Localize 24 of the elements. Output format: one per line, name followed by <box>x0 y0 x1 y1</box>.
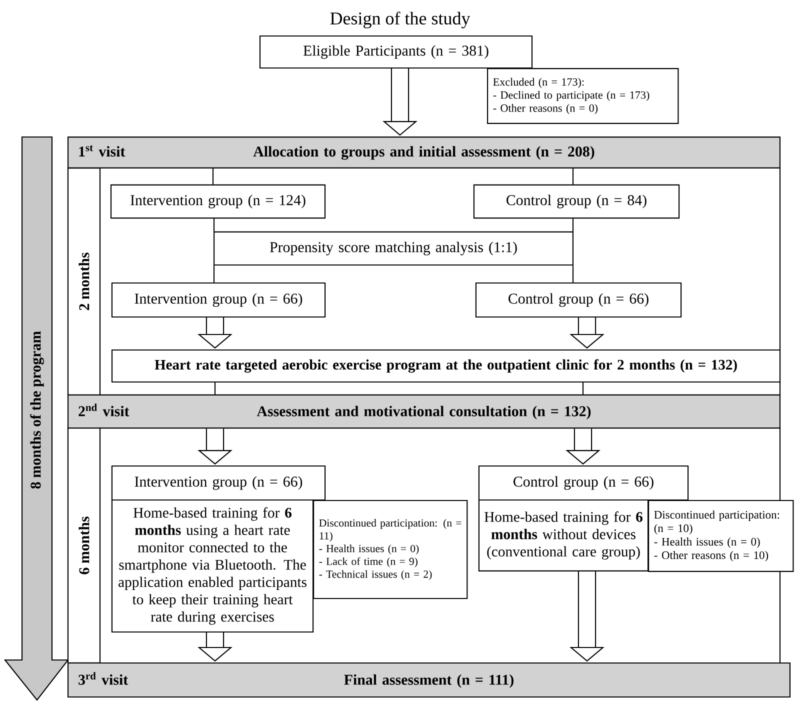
process-box: Intervention group (n = 66) <box>111 282 326 318</box>
title: Design of the study <box>330 12 470 28</box>
process-box: Eligible Participants (n = 381) <box>259 35 533 69</box>
process-box: Intervention group (n = 124) <box>110 184 326 219</box>
phase-column: 6 months <box>67 428 101 664</box>
phase-column: 2 months <box>67 168 101 396</box>
visit-band: 3$^{rd}$ visit Final assessment (n = 111) <box>67 662 791 698</box>
connector-line <box>213 266 215 282</box>
exclusion-box: Excluded (n = 173): - Declined to participate (n = 173) - Other reasons (n = 0) <box>487 68 679 124</box>
visit-band: 2$^{nd}$ visit Assessment and motivational consultation (n = 132) <box>67 394 781 429</box>
dropout-box: Discontinued participation: (n = 10) - Health issues (n = 0) - Other reasons (n = 10) <box>648 500 794 572</box>
connector-line <box>582 382 584 394</box>
visit-band: 1$^{st}$ visit Allocation to groups and initial assessment (n = 208) <box>67 136 781 168</box>
process-box: Control group (n = 66) <box>475 282 682 318</box>
connector-line <box>572 168 574 184</box>
process-box: Propensity score matching analysis (1:1) <box>214 231 574 266</box>
process-box: Control group (n = 84) <box>473 184 680 219</box>
connector-line <box>572 218 574 232</box>
connector-line <box>212 168 214 184</box>
dropout-box: Discontinued participation: (n = 11) - Health issues (n = 0) - Lack of time (n = 9) - Technical issues (n = 2) <box>313 500 468 600</box>
description-box: Home-based training for 6 months without devices (conventional care group) <box>478 500 649 572</box>
connector-line <box>213 218 215 232</box>
connector-line <box>214 382 216 394</box>
connector-line <box>572 266 574 282</box>
